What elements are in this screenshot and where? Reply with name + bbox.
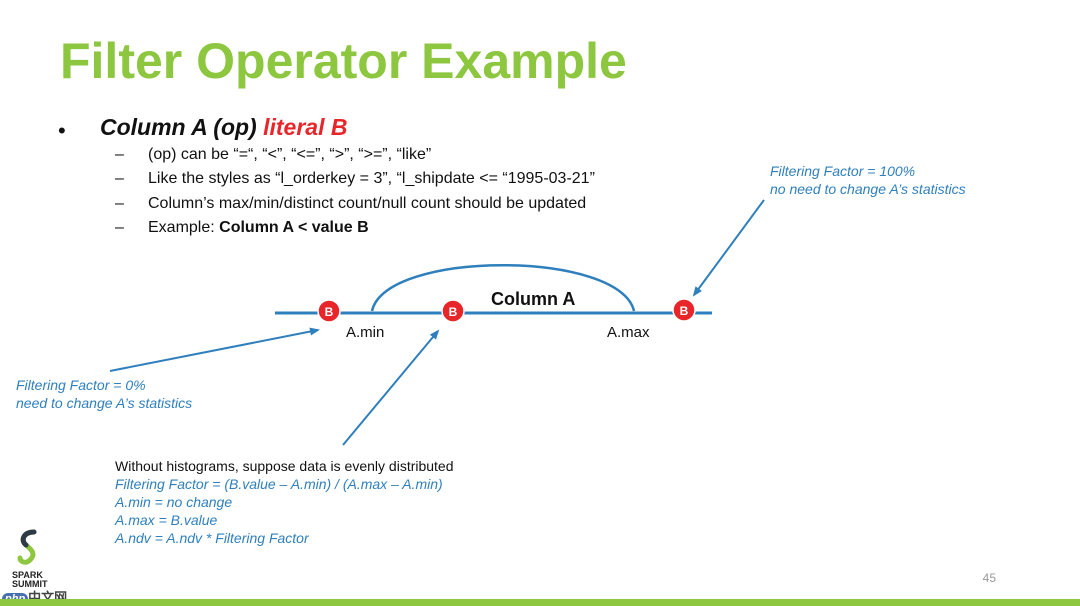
arrow-left xyxy=(109,327,320,372)
bullet-dot: • xyxy=(58,118,66,143)
arrow-middle xyxy=(342,329,440,446)
sub-bullet-4: – Example: Column A < value B xyxy=(115,219,369,237)
note-bottom-line2: A.min = no change xyxy=(115,494,233,510)
a-max-label: A.max xyxy=(607,324,650,341)
dash: – xyxy=(115,219,124,236)
sub-bullet-bold: Column A < value B xyxy=(219,219,369,236)
sub-bullet-text: Example: xyxy=(148,219,220,236)
sub-bullet-3: – Column’s max/min/distinct count/null co… xyxy=(115,195,586,213)
arrow-right xyxy=(692,199,765,297)
column-a-label: Column A xyxy=(491,289,575,309)
dash: – xyxy=(115,195,124,212)
spark-logo-icon xyxy=(17,529,37,565)
note-left: Filtering Factor = 0% need to change A’s… xyxy=(16,376,192,412)
logo-text-line2: SUMMIT xyxy=(12,579,48,589)
a-min-label: A.min xyxy=(346,324,384,341)
page-number: 45 xyxy=(982,571,996,585)
dash: – xyxy=(115,146,124,163)
note-left-line2: need to change A’s statistics xyxy=(16,395,193,411)
spark-summit-logo: SPARK SUMMIT xyxy=(12,528,48,589)
sub-bullet-1: – (op) can be “=“, “<”, “<=”, “>”, “>=”, … xyxy=(115,146,431,164)
note-right: Filtering Factor = 100% no need to chang… xyxy=(770,162,966,198)
marker-b-right: B xyxy=(672,298,696,322)
sub-bullet-text: Like the styles as “l_orderkey = 3”, “l_… xyxy=(148,170,595,187)
marker-label: B xyxy=(680,304,689,318)
sub-bullet-text: Column’s max/min/distinct count/null cou… xyxy=(148,195,587,212)
main-bullet-part1: Column A (op) xyxy=(100,114,264,140)
marker-b-middle: B xyxy=(441,299,465,323)
sub-bullet-2: – Like the styles as “l_orderkey = 3”, “l… xyxy=(115,170,595,188)
sub-bullet-text: (op) can be “=“, “<”, “<=”, “>”, “>=”, “… xyxy=(148,146,432,163)
main-bullet-part2: literal B xyxy=(263,114,348,140)
slide-title: Filter Operator Example xyxy=(60,33,627,89)
range-arc xyxy=(370,264,636,312)
marker-label: B xyxy=(325,305,334,319)
bottom-accent-bar xyxy=(0,599,1080,606)
logo-text-line1: SPARK xyxy=(12,570,43,580)
note-bottom: Without histograms, suppose data is even… xyxy=(115,457,454,547)
note-bottom-line1: Filtering Factor = (B.value – A.min) / (… xyxy=(115,476,443,492)
note-left-line1: Filtering Factor = 0% xyxy=(16,377,146,393)
note-bottom-line3: A.max = B.value xyxy=(115,512,218,528)
note-bottom-plain: Without histograms, suppose data is even… xyxy=(115,458,454,474)
marker-label: B xyxy=(449,305,458,319)
main-bullet-text: Column A (op) literal B xyxy=(100,114,347,141)
note-bottom-line4: A.ndv = A.ndv * Filtering Factor xyxy=(115,530,309,546)
dash: – xyxy=(115,170,124,187)
note-right-line2: no need to change A’s statistics xyxy=(770,181,966,197)
note-right-line1: Filtering Factor = 100% xyxy=(770,163,916,179)
marker-b-left: B xyxy=(317,299,341,323)
